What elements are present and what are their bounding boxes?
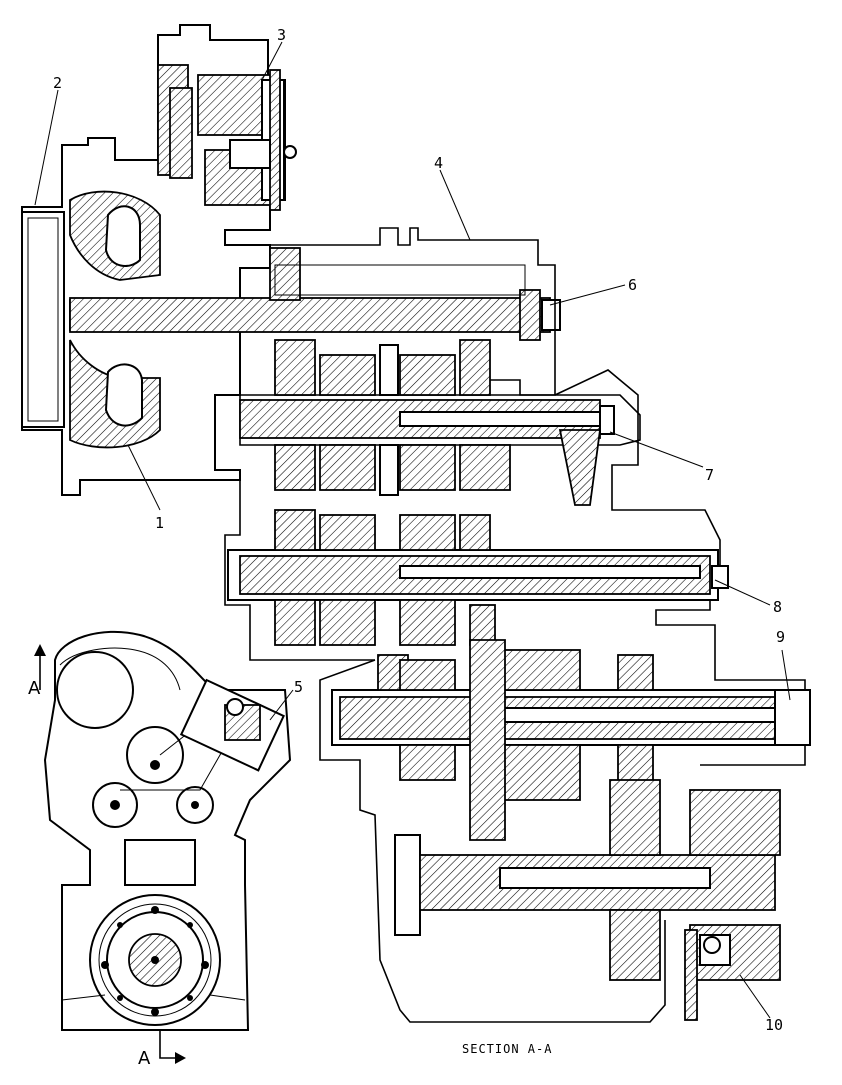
output-shaft-upper [331,639,811,841]
torque-converter-housing [21,24,286,496]
callout-leaders [34,41,791,1019]
section-marker-top-label: A [28,678,41,699]
callout-8: 8 [773,598,782,616]
callout-6: 6 [628,276,637,294]
section-marker-bottom: A [138,1030,186,1069]
callout-10: 10 [765,1016,783,1034]
section-a-a-view [21,24,811,1023]
callout-3: 3 [277,26,286,44]
callout-7: 7 [705,466,714,484]
section-marker-top: A [28,644,46,699]
section-caption: SECTION A-A [462,1042,552,1056]
inset-side-view [43,630,292,1031]
callout-2: 2 [53,74,62,92]
clutch-shaft-upper [239,339,641,506]
pump-drive-gear-assembly [197,69,297,211]
section-marker-bottom-label: A [138,1048,151,1069]
clutch-shaft-middle [227,509,729,646]
lower-output-housing [319,659,781,1023]
callout-1: 1 [155,514,164,532]
input-shaft [69,247,561,341]
callout-numbers: 1 2 3 4 5 6 7 8 9 10 [53,26,785,1034]
callout-9: 9 [776,628,785,646]
callout-4: 4 [434,154,443,172]
callout-5: 5 [294,678,303,696]
